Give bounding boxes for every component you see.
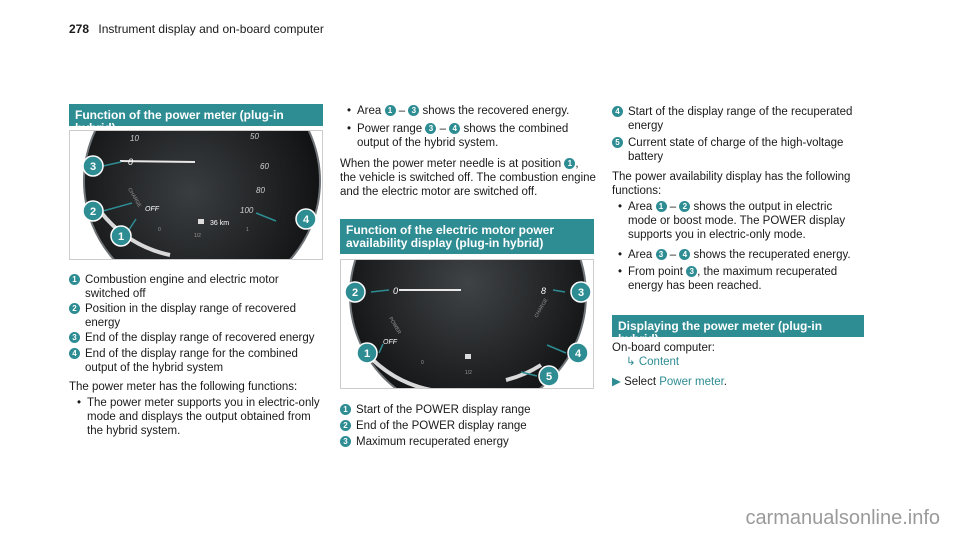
gauge-tick-60: 60 xyxy=(260,162,269,171)
step-arrow-icon: ▶ xyxy=(612,376,621,388)
bullet-from-point-3: From point 3, the maximum recuperated en… xyxy=(618,265,862,293)
svg-text:3: 3 xyxy=(90,161,96,173)
bullet-area-1-2: Area 1 – 2 shows the output in electric … xyxy=(618,200,862,242)
gauge-zero-label: 0 xyxy=(128,157,133,167)
svg-text:1: 1 xyxy=(364,348,370,360)
menu-path-content[interactable]: Content xyxy=(638,356,680,368)
avail-callout-4: 4 xyxy=(567,342,589,364)
power-meter-link[interactable]: Power meter xyxy=(659,376,724,388)
page-number: 278 xyxy=(69,22,90,36)
svg-text:2: 2 xyxy=(90,206,96,218)
callout-4: 4 xyxy=(295,208,317,230)
watermark: carmanualsonline.info xyxy=(745,507,940,529)
bullet-area-3-4: Area 3 – 4 shows the recuperated energy. xyxy=(618,248,862,262)
bullet-area-1-3: Area 1 – 3 shows the recovered energy. xyxy=(347,104,597,118)
gauge-half-label: 1/2 xyxy=(194,233,201,239)
gauge-off-label: OFF xyxy=(145,206,160,213)
gauge-tick-10: 10 xyxy=(130,134,139,143)
gauge-tick-50: 50 xyxy=(250,132,259,141)
power-meter-gauge-image: 10 50 60 80 100 0 OFF CHARGE 0 1/2 1 36 … xyxy=(69,130,323,260)
page-header: 278 Instrument display and on-board comp… xyxy=(69,22,324,36)
section-heading-power-meter: Function of the power meter (plug-in hyb… xyxy=(69,104,323,135)
callout-3: 3 xyxy=(82,155,104,177)
avail-bottom-zero: 0 xyxy=(421,360,424,366)
section-heading-displaying-power-meter: Displaying the power meter (plug-in hybr… xyxy=(612,315,864,346)
page-header-title: Instrument display and on-board computer xyxy=(98,22,324,36)
gauge-tick-100: 100 xyxy=(240,206,254,215)
avail-callout-3: 3 xyxy=(570,281,592,303)
callout-1: 1 xyxy=(110,225,132,247)
gauge-tick-80: 80 xyxy=(256,186,265,195)
gauge-one-label: 1 xyxy=(246,227,249,233)
power-meter-gauge-svg: 10 50 60 80 100 0 OFF CHARGE 0 1/2 1 36 … xyxy=(70,131,322,259)
avail-battery-icon xyxy=(465,354,471,359)
callout-2: 2 xyxy=(82,200,104,222)
avail-zero-label: 0 xyxy=(393,286,398,296)
battery-icon xyxy=(198,219,204,224)
avail-callout-5: 5 xyxy=(538,365,560,387)
power-availability-gauge-svg: 0 8 POWER OFF CHARGE 0 1/2 2 3 1 4 xyxy=(341,260,593,388)
svg-text:4: 4 xyxy=(575,348,582,360)
avail-eight-label: 8 xyxy=(541,286,546,296)
menu-path: ↳ Content xyxy=(626,355,826,369)
bullet-power-range-3-4: Power range 3 – 4 shows the combined out… xyxy=(347,122,597,150)
needle-position-paragraph: When the power meter needle is at positi… xyxy=(340,158,596,198)
svg-text:5: 5 xyxy=(546,371,552,383)
step-select-power-meter: ▶ Select Power meter. xyxy=(612,376,727,388)
svg-text:4: 4 xyxy=(303,214,310,226)
functions-intro: The power meter has the following functi… xyxy=(69,381,298,393)
on-board-computer-label: On-board computer: xyxy=(612,342,715,354)
power-availability-gauge-image: 0 8 POWER OFF CHARGE 0 1/2 2 3 1 4 xyxy=(340,259,594,389)
section-heading-power-availability: Function of the electric motor power ava… xyxy=(340,219,594,254)
menu-path-arrow-icon: ↳ xyxy=(626,356,636,368)
avail-half-label: 1/2 xyxy=(465,370,472,376)
avail-callout-2: 2 xyxy=(344,281,366,303)
svg-text:3: 3 xyxy=(578,287,584,299)
bullet-electric-only: The power meter supports you in electric… xyxy=(77,396,323,438)
avail-off-label: OFF xyxy=(383,339,398,346)
svg-text:2: 2 xyxy=(352,287,358,299)
gauge-range-label: 36 km xyxy=(210,220,229,227)
avail-callout-1: 1 xyxy=(356,342,378,364)
svg-text:1: 1 xyxy=(118,231,124,243)
availability-functions-intro: The power availability display has the f… xyxy=(612,171,851,197)
gauge-bottom-zero: 0 xyxy=(158,227,161,233)
